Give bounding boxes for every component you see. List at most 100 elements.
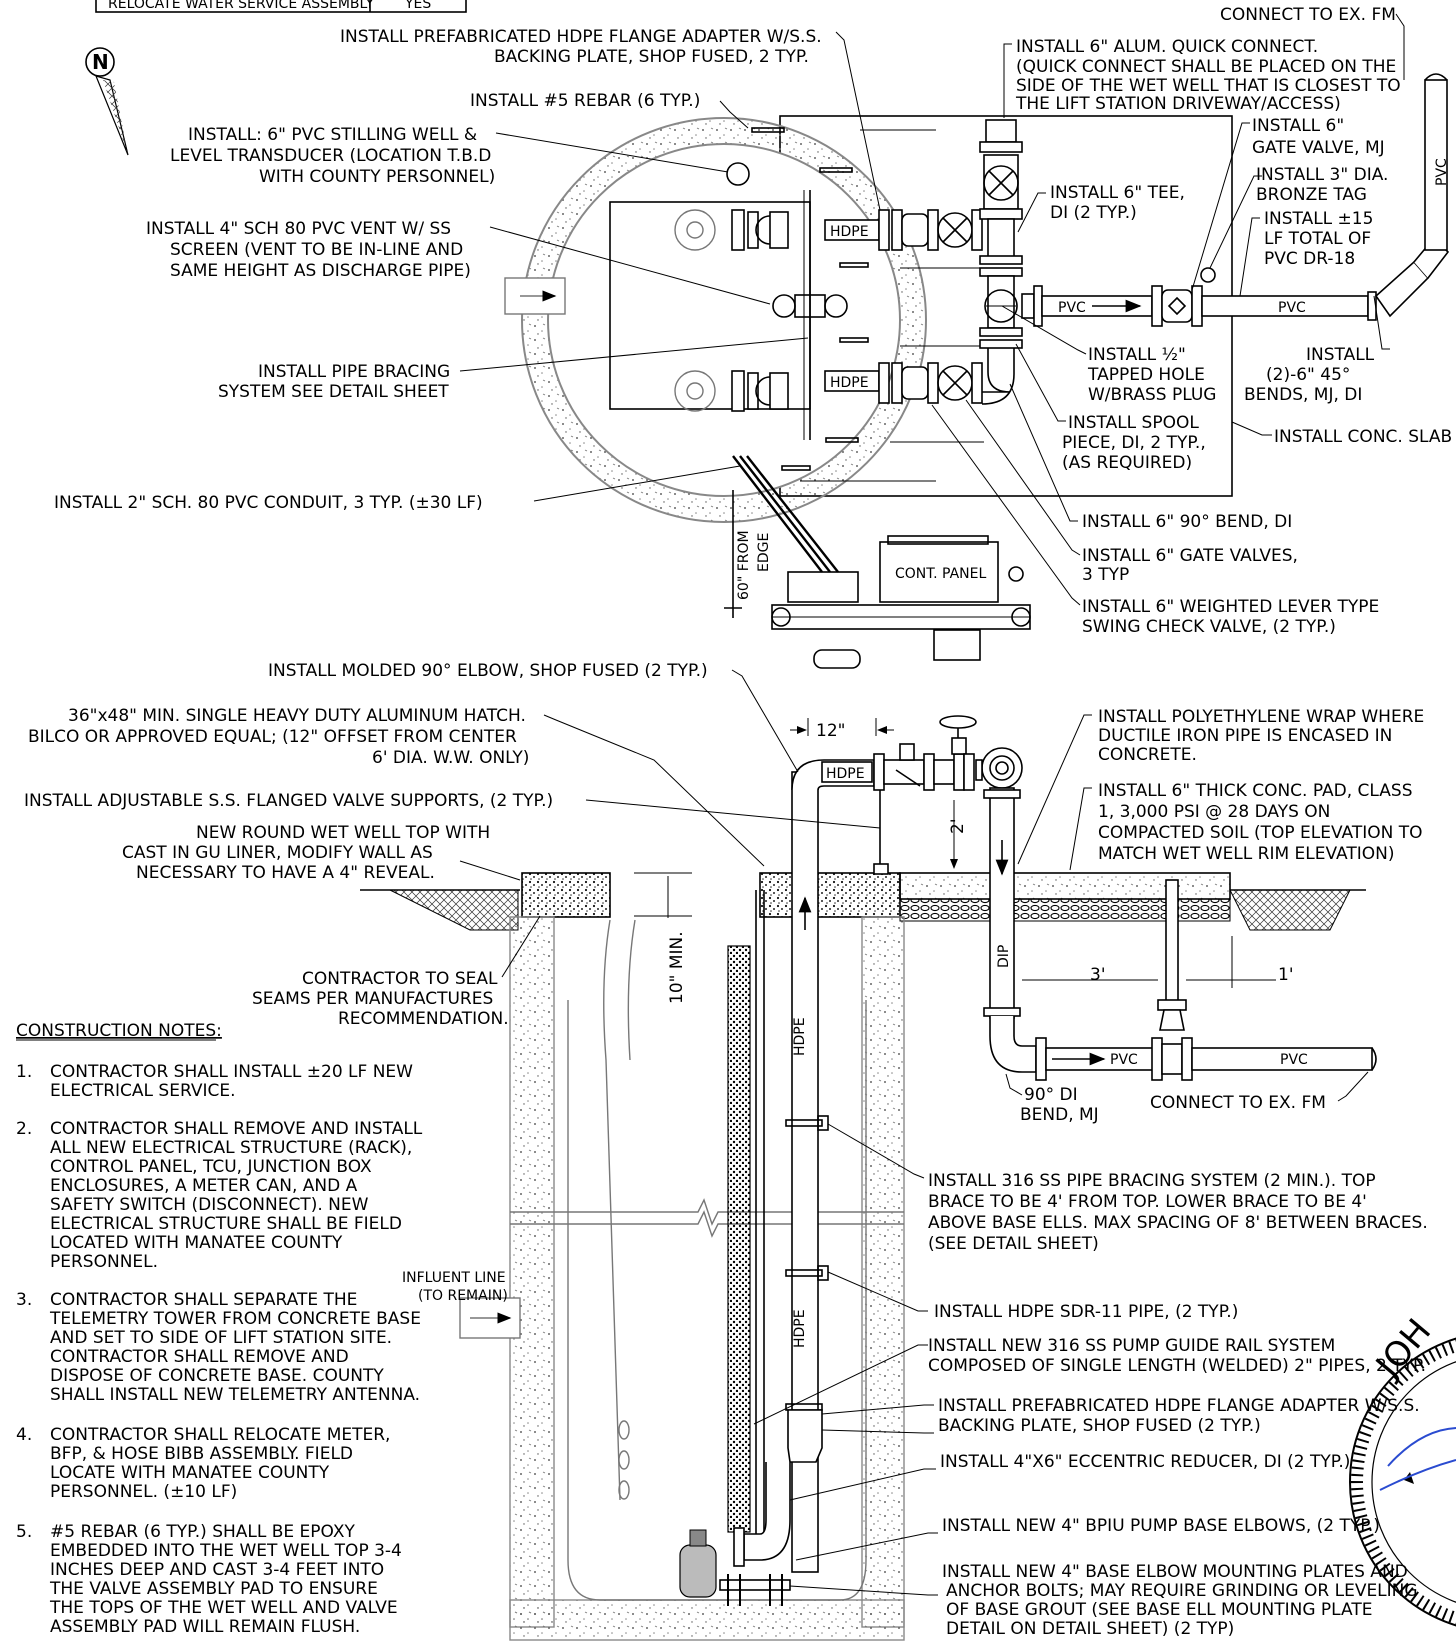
callout-vent-2: SCREEN (VENT TO BE IN-LINE AND bbox=[170, 240, 463, 260]
callout-bends-45-2: (2)-6" 45° bbox=[1266, 365, 1350, 385]
dim-10-min: 10" MIN. bbox=[667, 931, 687, 1004]
wet-well-base bbox=[509, 1599, 905, 1641]
callout-stilling-well: INSTALL: 6" PVC STILLING WELL & bbox=[188, 125, 477, 145]
callout-bend-90: INSTALL 6" 90° BEND, DI bbox=[1082, 512, 1292, 532]
note-3-line-4: CONTRACTOR SHALL REMOVE AND bbox=[50, 1347, 349, 1367]
callout-valve-supports: INSTALL ADJUSTABLE S.S. FLANGED VALVE SU… bbox=[24, 791, 553, 811]
header-riser bbox=[979, 119, 1023, 405]
note-1-line-2: ELECTRICAL SERVICE. bbox=[50, 1081, 235, 1101]
guide-rail bbox=[727, 945, 751, 1533]
section-dimensions: 12" 2' 10" MIN. 3' 1' bbox=[634, 718, 1294, 1004]
callout-hdpe-pipe: INSTALL HDPE SDR-11 PIPE, (2 TYP.) bbox=[934, 1302, 1238, 1322]
table-row-value: YES bbox=[404, 0, 431, 12]
callout-wet-well-top-2: CAST IN GU LINER, MODIFY WALL AS bbox=[122, 843, 433, 863]
callout-conduit: INSTALL 2" SCH. 80 PVC CONDUIT, 3 TYP. (… bbox=[54, 493, 483, 513]
note-5-line-4: THE VALVE ASSEMBLY PAD TO ENSURE bbox=[49, 1579, 378, 1599]
callout-bracing-316: INSTALL 316 SS PIPE BRACING SYSTEM (2 MI… bbox=[928, 1171, 1376, 1191]
bronze-tag bbox=[1200, 267, 1216, 283]
hdpe-label-plan-2: HDPE bbox=[830, 375, 869, 391]
callout-quick-connect-2: (QUICK CONNECT SHALL BE PLACED ON THE bbox=[1016, 57, 1396, 77]
wet-well-top bbox=[521, 872, 611, 918]
callout-bends-45: INSTALL bbox=[1306, 345, 1375, 365]
callout-conc-slab: INSTALL CONC. SLAB bbox=[1274, 427, 1452, 447]
note-2-line-3: CONTROL PANEL, TCU, JUNCTION BOX bbox=[50, 1157, 372, 1177]
note-5-line-5: THE TOPS OF THE WET WELL AND VALVE bbox=[49, 1598, 398, 1618]
note-2-line-5: SAFETY SWITCH (DISCONNECT). NEW bbox=[50, 1195, 369, 1215]
note-4-line-4: PERSONNEL. (±10 LF) bbox=[50, 1482, 237, 1502]
callout-gate-valves-2: 3 TYP bbox=[1082, 565, 1129, 585]
cont-panel-label: CONT. PANEL bbox=[895, 566, 987, 582]
note-2-line-7: LOCATED WITH MANATEE COUNTY bbox=[50, 1233, 343, 1253]
note-3-line-5: DISPOSE OF CONCRETE BASE. COUNTY bbox=[50, 1366, 384, 1386]
dip-label: DIP bbox=[996, 945, 1012, 968]
callout-conc-pad-2: 1, 3,000 PSI @ 28 DAYS ON bbox=[1098, 802, 1330, 822]
lower-discharge: HDPE bbox=[731, 362, 983, 412]
callout-poly-wrap-3: CONCRETE. bbox=[1098, 745, 1197, 765]
callout-quick-connect-3: SIDE OF THE WET WELL THAT IS CLOSEST TO bbox=[1016, 76, 1401, 96]
callout-conc-pad-3: COMPACTED SOIL (TOP ELEVATION TO bbox=[1098, 823, 1423, 843]
section-callouts: INSTALL MOLDED 90° ELBOW, SHOP FUSED (2 … bbox=[24, 661, 1428, 1639]
table-row-label: RELOCATE WATER SERVICE ASSEMBLY bbox=[108, 0, 374, 12]
note-1-num: 1. bbox=[16, 1062, 32, 1082]
callout-mounting-plate: INSTALL NEW 4" BASE ELBOW MOUNTING PLATE… bbox=[942, 1562, 1408, 1582]
callout-pvc-dr18: INSTALL ±15 bbox=[1264, 209, 1373, 229]
callout-stilling-well-3: WITH COUNTY PERSONNEL) bbox=[259, 167, 495, 187]
conc-pad bbox=[899, 872, 1231, 900]
note-4-num: 4. bbox=[16, 1425, 32, 1445]
note-5-num: 5. bbox=[16, 1522, 32, 1542]
plan-view: HDPE HDPE bbox=[504, 73, 1450, 669]
callout-poly-wrap-2: DUCTILE IRON PIPE IS ENCASED IN bbox=[1098, 726, 1392, 746]
note-3-line-1: CONTRACTOR SHALL SEPARATE THE bbox=[50, 1290, 357, 1310]
callout-bends-45-3: BENDS, MJ, DI bbox=[1244, 385, 1362, 405]
callout-flange-adapter-top-2: BACKING PLATE, SHOP FUSED, 2 TYP. bbox=[494, 47, 809, 67]
wet-well-wall-right bbox=[861, 916, 905, 1628]
hdpe-label-sec-3: HDPE bbox=[792, 1309, 808, 1348]
callout-guide-rail: INSTALL NEW 316 SS PUMP GUIDE RAIL SYSTE… bbox=[928, 1336, 1335, 1356]
north-glyph: N bbox=[92, 50, 109, 74]
callout-seal-2: SEAMS PER MANUFACTURES bbox=[252, 989, 493, 1009]
callout-poly-wrap: INSTALL POLYETHYLENE WRAP WHERE bbox=[1098, 707, 1424, 727]
pvc-label-plan-1: PVC bbox=[1058, 300, 1086, 316]
callout-di-bend: 90° DI bbox=[1024, 1085, 1078, 1105]
control-panel: CONT. PANEL 60" FROM EDGE bbox=[724, 455, 1031, 669]
callout-mounting-plate-3: OF BASE GROUT (SEE BASE ELL MOUNTING PLA… bbox=[946, 1600, 1372, 1620]
callout-quick-connect: INSTALL 6" ALUM. QUICK CONNECT. bbox=[1016, 37, 1318, 57]
notes-heading: CONSTRUCTION NOTES: bbox=[16, 1021, 222, 1041]
note-2-num: 2. bbox=[16, 1119, 32, 1139]
callout-gate-valves: INSTALL 6" GATE VALVES, bbox=[1082, 546, 1298, 566]
callout-influent: INFLUENT LINE bbox=[402, 1270, 506, 1286]
note-4-line-2: BFP, & HOSE BIBB ASSEMBLY. FIELD bbox=[50, 1444, 353, 1464]
note-2-line-8: PERSONNEL. bbox=[50, 1252, 158, 1272]
callout-spool-2: PIECE, DI, 2 TYP., bbox=[1062, 433, 1206, 453]
callout-quick-connect-4: THE LIFT STATION DRIVEWAY/ACCESS) bbox=[1015, 94, 1341, 114]
pump bbox=[679, 1529, 717, 1598]
north-arrow-icon: N bbox=[85, 47, 129, 156]
section-valve-assembly bbox=[873, 715, 1023, 875]
callout-spool: INSTALL SPOOL bbox=[1068, 413, 1199, 433]
callout-gate-valve-mj-2: GATE VALVE, MJ bbox=[1252, 138, 1385, 158]
callout-pipe-bracing-2: SYSTEM SEE DETAIL SHEET bbox=[218, 382, 449, 402]
pvc-label-sec-1: PVC bbox=[1110, 1052, 1138, 1068]
callout-guide-rail-2: COMPOSED OF SINGLE LENGTH (WELDED) 2" PI… bbox=[928, 1356, 1426, 1376]
dim-1ft: 1' bbox=[1278, 965, 1294, 985]
note-2-line-4: ENCLOSURES, A METER CAN, AND A bbox=[50, 1176, 358, 1196]
callout-hatch: 36"x48" MIN. SINGLE HEAVY DUTY ALUMINUM … bbox=[68, 706, 526, 726]
callout-bracing-316-3: ABOVE BASE ELLS. MAX SPACING OF 8' BETWE… bbox=[928, 1213, 1428, 1233]
wet-well-wall-left bbox=[509, 916, 555, 1628]
note-5-line-1: #5 REBAR (6 TYP.) SHALL BE EPOXY bbox=[50, 1522, 355, 1542]
note-3-line-6: SHALL INSTALL NEW TELEMETRY ANTENNA. bbox=[50, 1385, 420, 1405]
from-edge-label-2: EDGE bbox=[756, 533, 772, 572]
note-4-line-1: CONTRACTOR SHALL RELOCATE METER, bbox=[50, 1425, 390, 1445]
hdpe-label-sec-1: HDPE bbox=[826, 766, 865, 782]
note-4-line-3: LOCATE WITH MANATEE COUNTY bbox=[50, 1463, 330, 1483]
callout-rebar: INSTALL #5 REBAR (6 TYP.) bbox=[470, 91, 700, 111]
callout-pvc-dr18-3: PVC DR-18 bbox=[1264, 249, 1355, 269]
callout-molded-elbow: INSTALL MOLDED 90° ELBOW, SHOP FUSED (2 … bbox=[268, 661, 708, 681]
note-5-line-2: EMBEDDED INTO THE WET WELL TOP 3-4 bbox=[50, 1541, 402, 1561]
hdpe-label-sec-2: HDPE bbox=[792, 1017, 808, 1056]
section-view: HDPE HDPE HDPE bbox=[360, 715, 1377, 1641]
callout-wet-well-top-3: NECESSARY TO HAVE A 4" REVEAL. bbox=[136, 863, 435, 883]
note-5-line-3: INCHES DEEP AND CAST 3-4 FEET INTO bbox=[50, 1560, 384, 1580]
callout-stilling-well-2: LEVEL TRANSDUCER (LOCATION T.B.D bbox=[170, 146, 491, 166]
